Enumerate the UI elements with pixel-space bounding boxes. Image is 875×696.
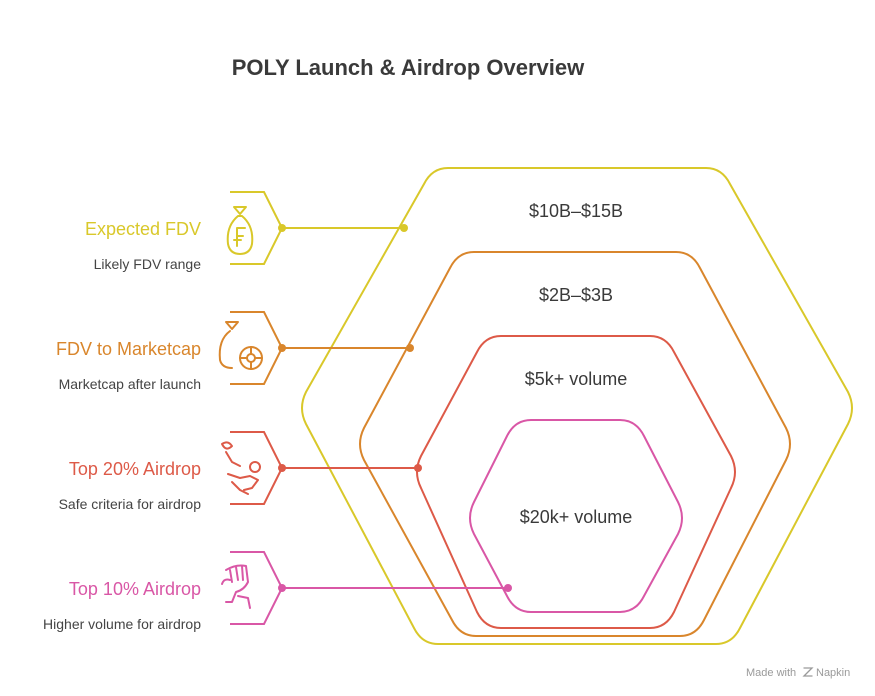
value-level-4: $20k+ volume — [520, 507, 633, 527]
label-fdv-to-marketcap: FDV to Marketcap — [56, 339, 201, 359]
value-level-2: $2B–$3B — [539, 285, 613, 305]
footer-brand: Napkin — [816, 667, 850, 679]
hexagon-level-3 — [416, 335, 736, 629]
hexagon-level-1 — [301, 167, 853, 645]
footer-made-with: Made with — [746, 667, 796, 679]
desc-expected-fdv: Likely FDV range — [94, 256, 202, 272]
row-top-20-airdrop: Top 20% Airdrop Safe criteria for airdro… — [59, 431, 422, 512]
page-title: POLY Launch & Airdrop Overview — [232, 55, 585, 80]
bracket-top-10-airdrop — [230, 551, 284, 625]
raised-fist-icon — [221, 564, 251, 609]
made-with-napkin-badge[interactable]: Made with Napkin — [746, 667, 850, 679]
hexagon-level-2 — [359, 251, 791, 637]
row-fdv-to-marketcap: FDV to Marketcap Marketcap after launch — [56, 311, 414, 392]
bag-with-coin-icon — [218, 321, 263, 370]
hexagon-level-4 — [469, 419, 683, 613]
label-expected-fdv: Expected FDV — [85, 219, 201, 239]
desc-top-10-airdrop: Higher volume for airdrop — [43, 616, 201, 632]
label-top-20-airdrop: Top 20% Airdrop — [69, 459, 201, 479]
value-level-1: $10B–$15B — [529, 201, 623, 221]
desc-fdv-to-marketcap: Marketcap after launch — [59, 376, 201, 392]
label-top-10-airdrop: Top 10% Airdrop — [69, 579, 201, 599]
money-bag-icon — [226, 206, 254, 255]
bracket-top-20-airdrop — [230, 431, 284, 505]
napkin-logo-icon — [802, 667, 814, 677]
value-level-3: $5k+ volume — [525, 369, 628, 389]
hand-giving-icon — [221, 441, 261, 495]
desc-top-20-airdrop: Safe criteria for airdrop — [59, 496, 202, 512]
row-top-10-airdrop: Top 10% Airdrop Higher volume for airdro… — [43, 551, 512, 632]
row-expected-fdv: Expected FDV Likely FDV range — [85, 191, 408, 272]
